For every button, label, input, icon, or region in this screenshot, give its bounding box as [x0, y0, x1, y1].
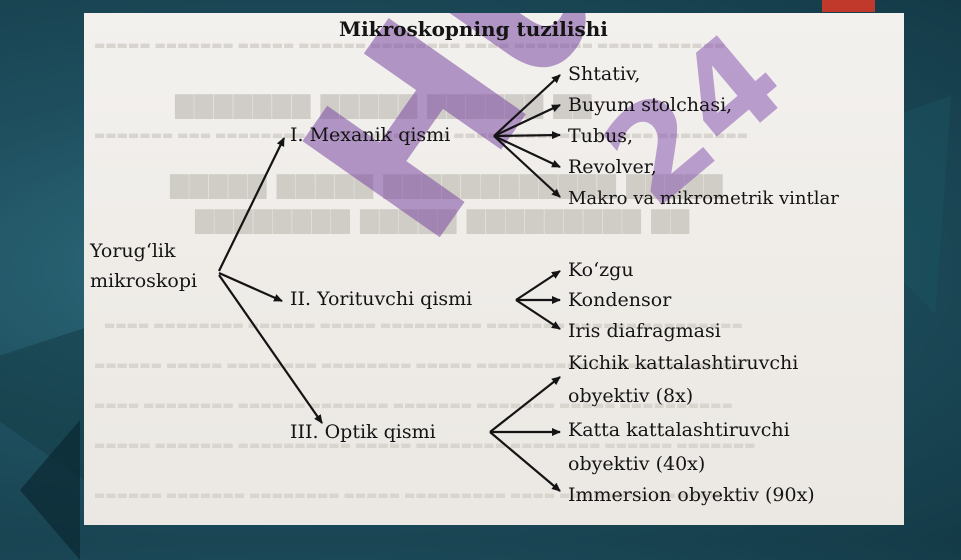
optik-item-kichik: Kichik kattalashtiruvchi	[568, 352, 799, 374]
arrow-revolver	[493, 135, 561, 168]
optik-item-immersion: Immersion obyektiv (90x)	[568, 484, 815, 506]
branch-mexanik-label: I. Mexanik qismi	[290, 124, 451, 146]
red-accent-tab	[822, 0, 875, 12]
root-label-line2: mikroskopi	[90, 270, 198, 292]
arrow-root-to-mexanik	[218, 137, 285, 272]
optik-item-katta: Katta kattalashtiruvchi	[568, 419, 790, 441]
mexanik-item-tubus: Tubus,	[568, 125, 634, 147]
arrow-root-to-yorituvchi	[218, 271, 283, 303]
arrow-tubus	[493, 131, 561, 140]
branch-yorituvchi-label: II. Yorituvchi qismi	[290, 288, 473, 310]
ghost-bleed-text: ▬▬▬▬▬▬▬ ▬▬▬ ▬▬▬▬▬▬▬▬ ▬▬▬▬▬ ▬▬▬▬▬▬▬ ▬▬▬▬ …	[94, 128, 749, 142]
ghost-bleed-text: ▬▬▬▬▬▬ ▬▬▬▬▬ ▬▬▬▬▬▬▬▬ ▬▬▬▬▬▬▬▬ ▬▬▬▬▬ ▬▬▬…	[94, 358, 745, 372]
mexanik-item-shtativ: Shtativ,	[568, 63, 641, 85]
arrow-makro	[493, 135, 561, 198]
background-shard	[20, 420, 80, 560]
diagram-title: Mikroskopning tuzilishi	[339, 17, 608, 41]
yorituvchi-item-kozgu: Ko‘zgu	[568, 259, 634, 281]
arrow-kozgu	[515, 270, 561, 301]
mexanik-item-buyum: Buyum stolchasi,	[568, 94, 733, 116]
arrow-root-to-optik	[218, 274, 323, 424]
arrow-buyum	[493, 104, 561, 137]
arrow-kichik	[489, 376, 561, 433]
textbook-photo: ▇▇ ▇▇▇▇▇▇ ▇▇▇▇▇ ▇▇▇▇▇▇▇ ▇▇▇▇▇ ▇▇▇▇▇▇▇▇▇▇…	[84, 13, 904, 525]
ghost-bleed-text: ▬▬▬▬ ▬▬▬▬▬▬▬▬ ▬▬▬▬▬▬ ▬▬▬▬▬ ▬▬▬▬▬▬▬▬▬ ▬▬▬…	[104, 318, 743, 332]
arrow-iris	[515, 299, 561, 330]
ghost-bleed-text: ▬▬▬▬▬▬ ▬▬▬▬▬▬▬ ▬▬▬▬▬▬▬▬ ▬▬▬▬▬ ▬▬▬▬▬▬▬▬▬ …	[94, 488, 722, 502]
ghost-bleed-text: ▬▬▬▬▬ ▬▬▬▬▬▬▬ ▬▬▬▬▬ ▬▬▬▬▬▬ ▬▬▬▬▬▬▬▬ ▬▬▬▬…	[94, 38, 726, 52]
mexanik-item-makro: Makro va mikrometrik vintlar	[568, 188, 839, 209]
branch-optik-label: III. Optik qismi	[290, 421, 436, 443]
yorituvchi-item-iris: Iris diafragmasi	[568, 320, 721, 342]
diagram-arrows	[218, 74, 561, 492]
yorituvchi-item-kondensor: Kondensor	[568, 289, 672, 311]
optik-item-kichik-obyektiv: obyektiv (8x)	[568, 385, 694, 407]
arrow-shtativ	[493, 74, 561, 137]
ghost-bleed-text: ▬▬▬▬ ▬▬▬▬▬▬▬▬ ▬▬▬▬▬▬ ▬▬▬▬▬▬▬ ▬▬▬▬▬▬▬ ▬▬▬…	[94, 398, 733, 412]
arrow-immersion	[489, 431, 561, 492]
optik-item-katta-obyektiv: obyektiv (40x)	[568, 453, 706, 475]
ghost-bleed-text: ▬▬▬▬▬ ▬▬▬▬▬▬▬ ▬▬▬▬▬▬▬▬▬▬ ▬▬▬▬▬ ▬▬▬▬▬▬▬▬ …	[94, 438, 756, 452]
root-label-line1: Yorug‘lik	[90, 240, 176, 262]
mexanik-item-revolver: Revolver,	[568, 156, 657, 178]
